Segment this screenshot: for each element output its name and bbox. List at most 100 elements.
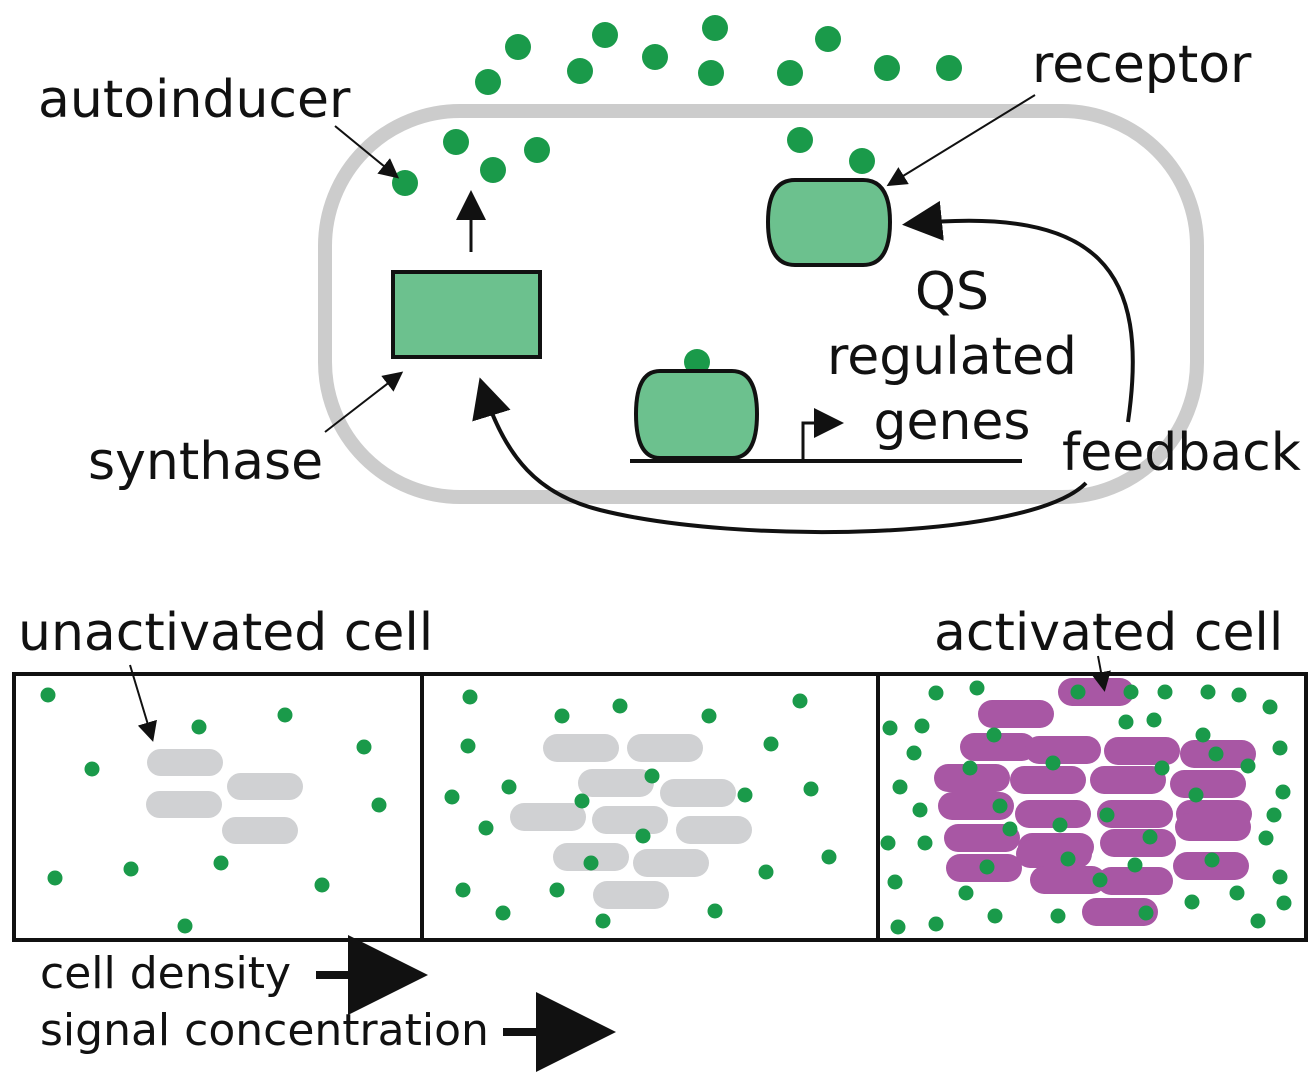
autoinducer-molecule bbox=[475, 69, 501, 95]
signal-molecule bbox=[1275, 784, 1291, 800]
autoinducer-molecule bbox=[592, 22, 618, 48]
autoinducer-molecule bbox=[849, 148, 875, 174]
inactive-cell bbox=[543, 734, 619, 762]
signal-molecule bbox=[549, 882, 565, 898]
signal-molecule bbox=[992, 798, 1008, 814]
signal-molecule bbox=[314, 877, 330, 893]
signal-molecule bbox=[644, 768, 660, 784]
autoinducer-molecule bbox=[480, 157, 506, 183]
signal-molecule bbox=[1266, 807, 1282, 823]
signal-molecule bbox=[460, 738, 476, 754]
signal-molecule bbox=[962, 760, 978, 776]
signal-molecule bbox=[890, 919, 906, 935]
bacterial-cells bbox=[146, 678, 1256, 926]
signal-molecule bbox=[1118, 714, 1134, 730]
feedback-arrow-to-synthase bbox=[472, 377, 1088, 534]
inactive-cell bbox=[146, 791, 222, 818]
autoinducer-label: autoinducer bbox=[38, 70, 351, 130]
activated-cell bbox=[1100, 829, 1176, 857]
signal-molecule bbox=[1099, 807, 1115, 823]
activated-cell bbox=[1010, 766, 1086, 794]
activated-cell bbox=[1030, 866, 1106, 894]
signal-molecule bbox=[1070, 684, 1086, 700]
signal-molecule bbox=[1138, 905, 1154, 921]
signal-molecule bbox=[462, 689, 478, 705]
signal-molecule bbox=[979, 859, 995, 875]
activated-cell bbox=[1097, 867, 1173, 895]
signal-concentration-label: signal concentration bbox=[40, 1005, 489, 1056]
signal-molecule bbox=[501, 779, 517, 795]
inactive-cell bbox=[627, 734, 703, 762]
feedback-label: feedback bbox=[1062, 423, 1301, 483]
signal-molecule bbox=[928, 916, 944, 932]
signal-molecule bbox=[1229, 885, 1245, 901]
inactive-cell bbox=[592, 806, 668, 834]
activated-cell bbox=[1058, 678, 1134, 706]
population-panels bbox=[12, 672, 1308, 942]
signal-molecule bbox=[1231, 687, 1247, 703]
signal-molecule bbox=[356, 739, 372, 755]
autoinducer-molecule bbox=[524, 137, 550, 163]
autoinducer-molecule bbox=[443, 129, 469, 155]
signal-molecule bbox=[40, 687, 56, 703]
signal-molecule bbox=[1184, 894, 1200, 910]
activated-cell bbox=[1170, 770, 1246, 798]
activated-cell bbox=[1025, 736, 1101, 764]
signal-molecule bbox=[763, 736, 779, 752]
signal-molecule bbox=[1157, 684, 1173, 700]
signal-molecule bbox=[803, 781, 819, 797]
signal-molecule bbox=[478, 820, 494, 836]
signal-molecule bbox=[635, 828, 651, 844]
signal-molecule bbox=[892, 779, 908, 795]
inactive-cell bbox=[510, 803, 586, 831]
signal-molecule bbox=[47, 870, 63, 886]
promoter-arrow bbox=[801, 408, 844, 461]
inactive-cell bbox=[660, 779, 736, 807]
signal-molecule bbox=[1123, 684, 1139, 700]
autoinducer-molecule bbox=[787, 127, 813, 153]
signal-molecule bbox=[1276, 895, 1292, 911]
bound-receptor-protein bbox=[633, 369, 760, 460]
synthase-box bbox=[391, 270, 542, 359]
activated-cell bbox=[1104, 737, 1180, 765]
activated-cell bbox=[960, 733, 1036, 761]
signal-molecule bbox=[1052, 817, 1068, 833]
signal-molecule bbox=[1250, 913, 1266, 929]
receptor-protein bbox=[765, 178, 893, 267]
signal-molecule bbox=[914, 718, 930, 734]
feedback-arrow-to-receptor bbox=[902, 200, 1135, 423]
signal-molecule bbox=[1204, 852, 1220, 868]
activated-cell bbox=[1090, 766, 1166, 794]
signal-molecule bbox=[1188, 787, 1204, 803]
signal-molecule bbox=[969, 680, 985, 696]
signal-molecule bbox=[1154, 760, 1170, 776]
signal-molecule bbox=[986, 727, 1002, 743]
signal-molecule bbox=[495, 905, 511, 921]
autoinducer-molecule bbox=[567, 58, 593, 84]
synthase-label: synthase bbox=[88, 432, 323, 492]
signal-molecule bbox=[701, 708, 717, 724]
signal-molecule bbox=[1142, 829, 1158, 845]
signal-molecule bbox=[1002, 821, 1018, 837]
autoinducer-molecule bbox=[698, 60, 724, 86]
autoinducer-molecule bbox=[642, 44, 668, 70]
activated-cell bbox=[1175, 813, 1251, 841]
signal-molecule bbox=[928, 685, 944, 701]
signal-molecule bbox=[1146, 712, 1162, 728]
signal-molecule bbox=[906, 745, 922, 761]
signal-molecule bbox=[213, 855, 229, 871]
signal-molecule bbox=[554, 708, 570, 724]
autoinducer-molecule bbox=[392, 170, 418, 196]
inactive-cell bbox=[676, 816, 752, 844]
inactive-cell bbox=[633, 849, 709, 877]
signal-molecule bbox=[444, 789, 460, 805]
receptor-label: receptor bbox=[1032, 35, 1252, 95]
autoinducer-pointer bbox=[334, 125, 400, 179]
autoinducer-molecule bbox=[702, 15, 728, 41]
qs-label-line3: genes bbox=[873, 392, 1030, 452]
signal-molecule bbox=[1272, 740, 1288, 756]
signal-molecule bbox=[1262, 699, 1278, 715]
signal-molecule bbox=[277, 707, 293, 723]
